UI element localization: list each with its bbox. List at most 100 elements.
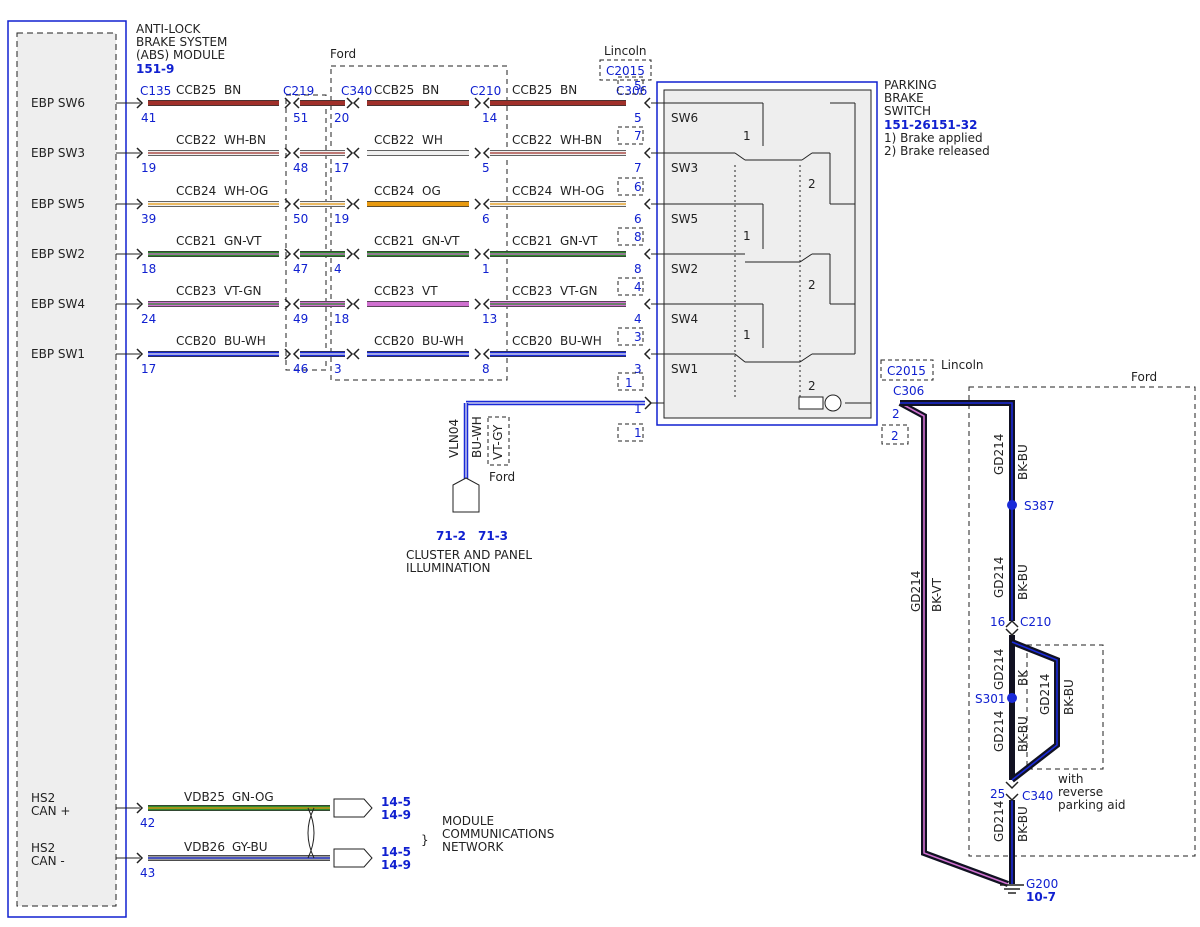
pin-c219: 49 xyxy=(293,312,308,326)
can-pin: 42 xyxy=(140,816,155,830)
pbs-ref[interactable]: 151-26151-32 xyxy=(884,118,977,132)
switch-num-2: 2 xyxy=(808,379,816,393)
can-ref-2: 14-9 xyxy=(381,808,411,822)
abs-title-1: ANTI-LOCK xyxy=(136,22,201,36)
abs-pin-name: EBP SW2 xyxy=(31,247,85,261)
pin-abs: 24 xyxy=(141,312,156,326)
circuit-label-c: CCB25 xyxy=(512,83,552,97)
pin-abs: 41 xyxy=(141,111,156,125)
cluster-ref-a[interactable]: 71-2 xyxy=(436,529,466,543)
circuit-label-c: CCB20 xyxy=(512,334,552,348)
gd214-seg3-color: BK xyxy=(1016,669,1030,686)
s301-label[interactable]: S301 xyxy=(975,692,1006,706)
pin-c340: 4 xyxy=(334,262,342,276)
switch-label: SW6 xyxy=(671,111,698,125)
circuit-label-a: CCB22 xyxy=(176,133,216,147)
color-label-a: BU-WH xyxy=(224,334,266,348)
switch-num-2: 2 xyxy=(808,278,816,292)
circuit-label-b: CCB20 xyxy=(374,334,414,348)
c306-lin-box xyxy=(881,424,909,445)
s387-label[interactable]: S387 xyxy=(1024,499,1055,513)
can-name-2: CAN - xyxy=(31,854,65,868)
cluster-label-2: ILLUMINATION xyxy=(406,561,491,575)
color-label-c: WH-BN xyxy=(560,133,602,147)
color-label-b: BU-WH xyxy=(422,334,464,348)
can-circuit: VDB25 xyxy=(184,790,225,804)
cluster-ref-b[interactable]: 71-3 xyxy=(478,529,508,543)
color-label-a: GN-VT xyxy=(224,234,262,248)
pin-abs: 18 xyxy=(141,262,156,276)
pin-c340: 18 xyxy=(334,312,349,326)
can-ref-2: 14-9 xyxy=(381,858,411,872)
s301-splice xyxy=(1007,693,1017,703)
circuit-label-a: CCB25 xyxy=(176,83,216,97)
pin-c219: 48 xyxy=(293,161,308,175)
can-ref-1: 14-5 xyxy=(381,845,411,859)
resistor-symbol xyxy=(798,396,824,410)
ford-right-label: Ford xyxy=(1131,370,1157,384)
can-pin: 43 xyxy=(140,866,155,880)
switch-num-1: 1 xyxy=(743,129,751,143)
connector-c340-label: C340 xyxy=(341,84,372,98)
color-label-c: BU-WH xyxy=(560,334,602,348)
switch-label: SW2 xyxy=(671,262,698,276)
circuit-label-c: CCB22 xyxy=(512,133,552,147)
pbs-title-1: PARKING xyxy=(884,78,937,92)
c2015-right-label: C2015 xyxy=(887,364,926,378)
pin-c210: 14 xyxy=(482,111,497,125)
c306-lin-pin: 2 xyxy=(891,429,899,443)
pin-abs: 19 xyxy=(141,161,156,175)
can-name-1: HS2 xyxy=(31,791,55,805)
gd214-seg3b: GD214 xyxy=(1038,674,1052,715)
abs-title-2: BRAKE SYSTEM xyxy=(136,35,227,49)
gd214-seg2: GD214 xyxy=(992,557,1006,598)
can-name-1: HS2 xyxy=(31,841,55,855)
ground-circuit: C2015 Lincoln C306 2 2 Ford with reverse… xyxy=(880,358,1196,904)
mcn-label-2: COMMUNICATIONS xyxy=(442,827,554,841)
mcn-label-3: NETWORK xyxy=(442,840,505,854)
abs-pin-name: EBP SW3 xyxy=(31,146,85,160)
illum-pin-c306: 1 xyxy=(625,376,633,390)
ford-top-label: Ford xyxy=(330,47,356,61)
circuit-label-b: CCB24 xyxy=(374,184,414,198)
gd214-lin-color: BK-VT xyxy=(930,577,944,612)
c210-right-pin: 16 xyxy=(990,615,1005,629)
can-name-2: CAN + xyxy=(31,804,70,818)
pin-c210: 6 xyxy=(482,212,490,226)
can-circuit: VDB26 xyxy=(184,840,225,854)
pin-c210: 5 xyxy=(482,161,490,175)
mcn-label-1: MODULE xyxy=(442,814,494,828)
lincoln-top-label: Lincoln xyxy=(604,44,647,58)
abs-ref[interactable]: 151-9 xyxy=(136,62,174,76)
pbs-note-1: 1) Brake applied xyxy=(884,131,983,145)
pin-c219: 46 xyxy=(293,362,308,376)
switch-label: SW1 xyxy=(671,362,698,376)
color-label-c: VT-GN xyxy=(560,284,597,298)
illum-color-lincoln: VT-GY xyxy=(491,424,505,460)
can-color: GN-OG xyxy=(232,790,274,804)
gd214-seg4-color: BK-BU xyxy=(1016,716,1030,752)
pin-c340: 20 xyxy=(334,111,349,125)
illum-lin-color-box xyxy=(487,416,510,466)
color-label-a: BN xyxy=(224,83,241,97)
g200-ref[interactable]: 10-7 xyxy=(1026,890,1056,904)
circuit-label-c: CCB23 xyxy=(512,284,552,298)
mcn-brace-icon: } xyxy=(421,833,429,847)
abs-module: ANTI-LOCK BRAKE SYSTEM (ABS) MODULE 151-… xyxy=(7,20,227,918)
c306-right-pin: 2 xyxy=(892,407,900,421)
color-label-b: BN xyxy=(422,83,439,97)
circuit-label-c: CCB24 xyxy=(512,184,552,198)
c210-right-label: C210 xyxy=(1020,615,1051,629)
gd214-seg1-color: BK-BU xyxy=(1016,444,1030,480)
connector-c210-label: C210 xyxy=(470,84,501,98)
circuit-label-b: CCB23 xyxy=(374,284,414,298)
color-label-c: BN xyxy=(560,83,577,97)
illumination-circuit: 1 1 1 VLN04 BU-WH VT-GY Ford 71-2 71-3 C… xyxy=(406,372,871,575)
